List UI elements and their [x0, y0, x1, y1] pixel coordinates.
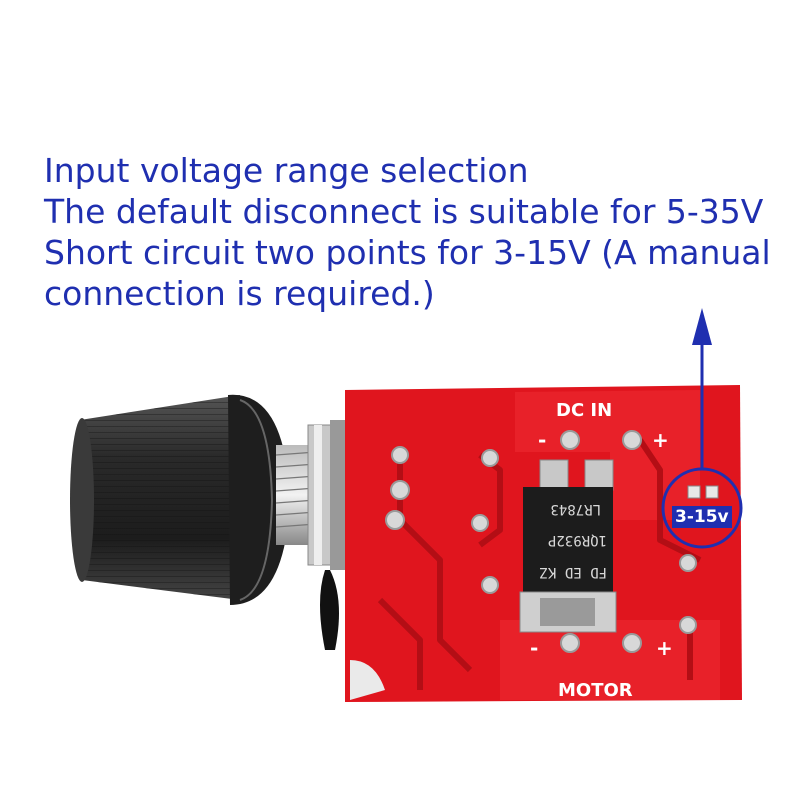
chip-marking-1: FD ED KZ — [540, 564, 607, 580]
dc-in-label: DC IN — [556, 400, 612, 421]
chip-marking-2: 1QR932P — [548, 532, 607, 548]
motor-label: MOTOR — [558, 680, 633, 701]
callout-label: 3-15v — [672, 506, 732, 528]
motor-minus-label: - — [530, 636, 538, 660]
solder-joints — [385, 430, 697, 653]
mosfet-chip: FD ED KZ 1QR932P LR7843 — [519, 459, 617, 633]
dc-in-plus-label: + — [652, 428, 669, 452]
caption-line-1: Input voltage range selection — [44, 151, 529, 190]
potentiometer-knob — [70, 394, 290, 605]
jumper-pads — [687, 485, 719, 499]
callout-arrowhead-icon — [692, 308, 712, 345]
caption-line-2: The default disconnect is suitable for 5… — [44, 192, 764, 231]
caption-text-block: Input voltage range selection The defaul… — [44, 150, 784, 314]
caption-line-3: Short circuit two points for 3-15V (A ma… — [44, 233, 771, 272]
dc-in-minus-label: - — [538, 428, 546, 452]
potentiometer-shaft — [275, 420, 350, 570]
chip-marking-3: LR7843 — [550, 501, 601, 517]
motor-plus-label: + — [656, 636, 673, 660]
caption-line-4: connection is required.) — [44, 274, 435, 313]
